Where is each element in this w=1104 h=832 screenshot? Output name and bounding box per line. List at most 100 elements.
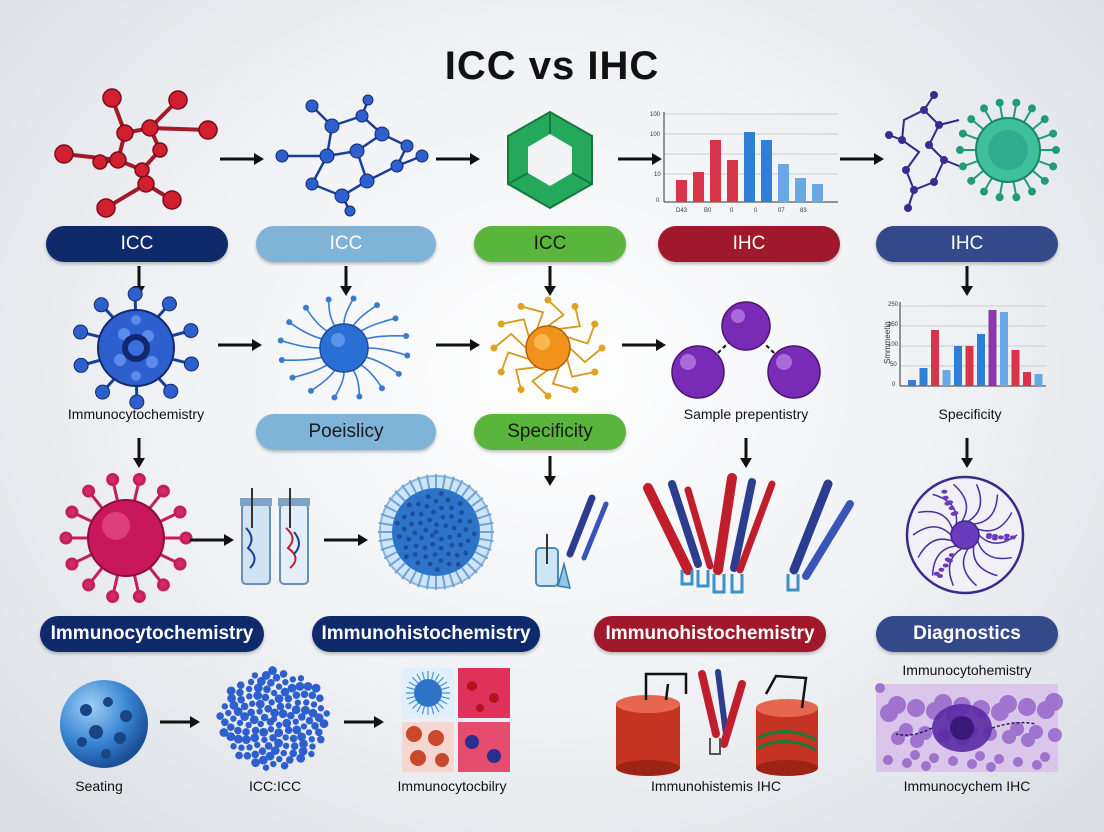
cell-hair [408, 479, 417, 494]
cell-hair [474, 504, 489, 513]
dendrite [493, 332, 527, 349]
cell-granule [433, 498, 439, 504]
cell-organelle [948, 506, 955, 511]
label-ihc-2: IHC [876, 226, 1058, 262]
cell-hair [408, 681, 417, 687]
virus-spike-tip [161, 296, 177, 312]
cell-granule [465, 538, 471, 544]
chart-bar [778, 164, 789, 202]
arrow-down-icon [961, 266, 973, 296]
cell-hair [466, 490, 478, 502]
virus-spike-tip [1052, 146, 1060, 154]
chart-bar [908, 380, 916, 386]
cell-hair [441, 474, 447, 489]
nanoparticle [274, 728, 284, 738]
cell-hair [477, 513, 492, 520]
virus-spike-tip [95, 384, 111, 400]
dendrite-tip [517, 302, 525, 310]
stained-cell [918, 726, 932, 740]
nanoparticle [227, 693, 237, 703]
nanoparticle [263, 685, 271, 694]
cell-hair [380, 513, 395, 520]
nanoparticle [282, 742, 290, 750]
molecule-purple-icon [671, 301, 821, 399]
cell-hair [394, 490, 406, 502]
nanoparticle [284, 726, 293, 734]
stained-cell [994, 754, 1004, 764]
cell-organelle [997, 535, 1004, 540]
dendrite [501, 318, 530, 338]
cell-filament [931, 545, 957, 576]
cell-granule [412, 530, 418, 536]
cell-organelle [1009, 535, 1016, 540]
cell-granule [403, 554, 409, 560]
cell-filament [977, 512, 1013, 532]
dendrite [569, 347, 603, 364]
cell-granule [454, 552, 460, 558]
nanoparticle [280, 761, 289, 770]
nanoparticle [275, 683, 283, 690]
dendrite [531, 369, 549, 397]
chart-bar [988, 310, 997, 386]
dendrite [547, 299, 565, 327]
nanoparticle [240, 702, 249, 711]
nanoparticle-cluster-icon [216, 666, 330, 771]
nanoparticle [300, 705, 310, 715]
stained-cell [1048, 728, 1062, 742]
nanoparticle [258, 747, 267, 755]
nanoparticle [282, 678, 289, 686]
chart-y-label: 150 [888, 322, 899, 328]
virus-green-icon [885, 91, 1060, 212]
cell-granule [430, 541, 436, 547]
dendrite-tip [591, 368, 599, 376]
cell-hair [408, 570, 417, 585]
cell-hair [437, 677, 444, 684]
cell-hair [479, 537, 494, 543]
nanoparticle [226, 686, 236, 696]
nanoparticle [284, 694, 293, 703]
cell-granule [446, 551, 451, 557]
nanoparticle [247, 678, 255, 686]
page-title: ICC vs IHC [444, 44, 660, 88]
cell-granule [451, 525, 457, 531]
virus-spike-tip [173, 557, 187, 571]
nanoparticle [221, 703, 229, 710]
label-icc-3: ICC [474, 226, 626, 262]
nanoparticle [216, 712, 224, 720]
label-immunohistochemistry-1: Immunohistochemistry [312, 616, 540, 652]
nanoparticle [267, 679, 275, 687]
cell-hair [448, 476, 455, 491]
dendrite-tip [392, 315, 399, 322]
nanoparticle [294, 699, 302, 706]
chart-bar [795, 178, 806, 202]
nanoparticle [309, 743, 316, 750]
nanoparticle [308, 736, 315, 743]
nanoparticle [303, 699, 310, 706]
nanoparticle [266, 718, 275, 726]
chart-bar [744, 132, 755, 202]
cell-hair [441, 686, 450, 690]
dendrite-tip [403, 332, 410, 339]
nanoparticle [289, 749, 298, 758]
nanoparticle [308, 691, 317, 700]
nanoparticle [267, 726, 275, 733]
arrow-down-icon [544, 456, 556, 486]
virus-spike-tip [93, 297, 109, 313]
nanoparticle [230, 743, 237, 750]
nanoparticle [270, 708, 279, 718]
dendrite [281, 356, 323, 362]
cell-hair [425, 575, 431, 590]
nanoparticle [247, 708, 255, 717]
virus-spike-tip [179, 531, 193, 545]
cell-hair [455, 570, 464, 585]
cell-organelle [952, 511, 959, 516]
nanoparticle [290, 742, 299, 750]
antibody-icon [643, 473, 854, 594]
cell-granule [458, 542, 464, 548]
nanoparticle [268, 699, 275, 706]
chart-axis-label: Smmmeetig [883, 321, 892, 364]
nanoparticle [274, 738, 283, 748]
cell-hair [388, 557, 401, 567]
caption-sample-prep: Sample prepentistry [683, 406, 809, 422]
dendrite [280, 339, 321, 349]
